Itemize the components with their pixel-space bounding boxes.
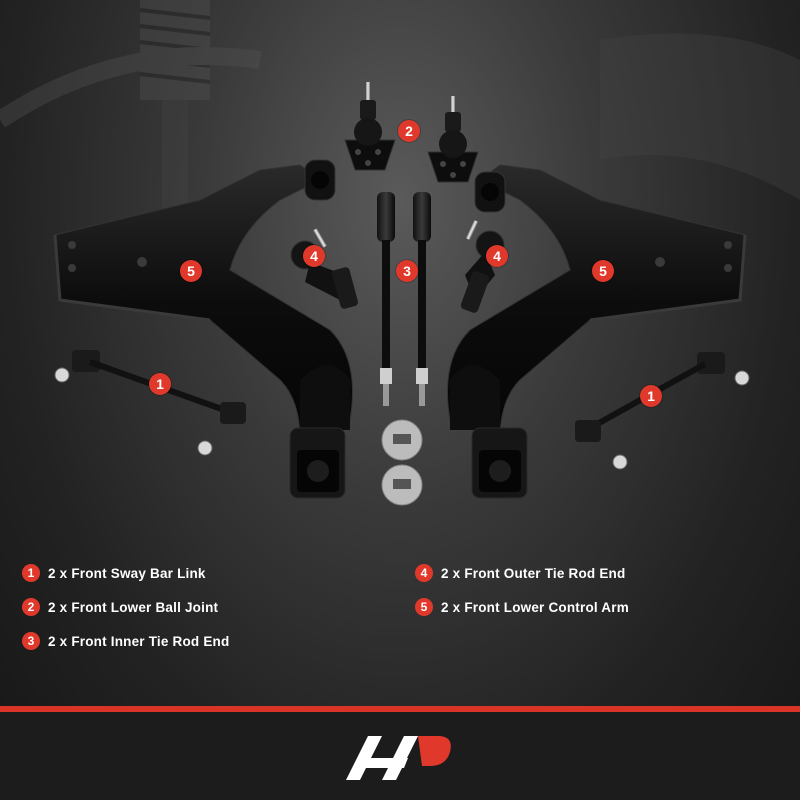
callout-badge-4-right: 4 [486, 245, 508, 267]
left-sway-bar-link [54, 350, 246, 456]
callout-badge-2: 2 [398, 120, 420, 142]
parts-illustration [0, 0, 800, 506]
right-ball-joint [427, 96, 479, 183]
legend-label: 2 x Front Outer Tie Rod End [441, 565, 626, 581]
legend-number: 4 [415, 564, 433, 582]
callout-badge-4-left: 4 [303, 245, 325, 267]
left-lower-control-arm [53, 159, 353, 499]
callout-badge-3: 3 [396, 260, 418, 282]
callout-badge-1-left: 1 [149, 373, 171, 395]
brand-logo-icon [346, 736, 451, 780]
legend-item-2: 2 2 x Front Lower Ball Joint [22, 598, 218, 616]
background-spring [0, 0, 800, 300]
legend-number: 3 [22, 632, 40, 650]
legend-number: 2 [22, 598, 40, 616]
left-ball-joint [344, 82, 396, 171]
legend-number: 1 [22, 564, 40, 582]
legend-item-3: 3 2 x Front Inner Tie Rod End [22, 632, 229, 650]
right-lower-control-arm [447, 164, 747, 499]
callout-badge-1-right: 1 [640, 385, 662, 407]
parts-legend: 1 2 x Front Sway Bar Link 2 2 x Front Lo… [0, 560, 800, 670]
callout-badge-5-right: 5 [592, 260, 614, 282]
left-inner-tie-rod [377, 192, 395, 406]
lock-washers [381, 419, 423, 506]
legend-number: 5 [415, 598, 433, 616]
legend-label: 2 x Front Lower Ball Joint [48, 599, 219, 615]
legend-item-4: 4 2 x Front Outer Tie Rod End [415, 564, 625, 582]
legend-label: 2 x Front Inner Tie Rod End [48, 633, 230, 649]
left-outer-tie-rod-end [290, 228, 358, 309]
right-inner-tie-rod [413, 192, 431, 406]
callout-badge-5-left: 5 [180, 260, 202, 282]
footer-bar [0, 706, 800, 800]
legend-label: 2 x Front Sway Bar Link [48, 565, 206, 581]
legend-item-5: 5 2 x Front Lower Control Arm [415, 598, 629, 616]
legend-item-1: 1 2 x Front Sway Bar Link [22, 564, 206, 582]
legend-label: 2 x Front Lower Control Arm [441, 599, 629, 615]
right-sway-bar-link [575, 352, 750, 470]
footer-accent-line [0, 706, 800, 712]
